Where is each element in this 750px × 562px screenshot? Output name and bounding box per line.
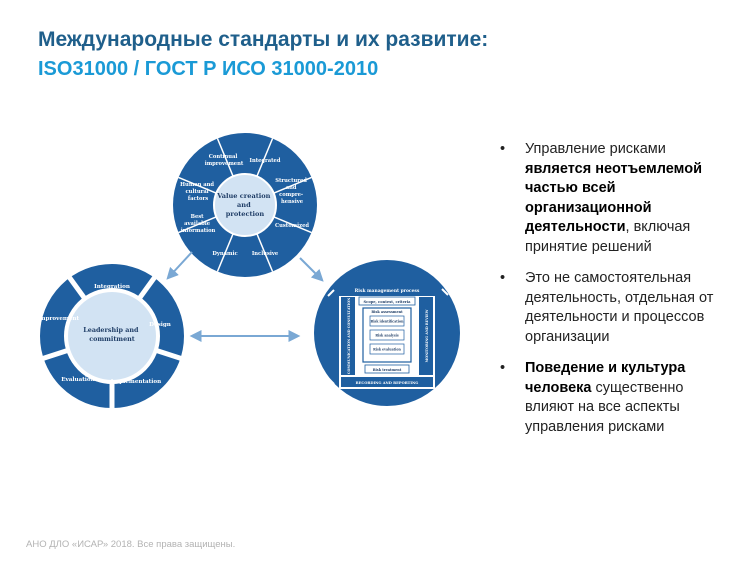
process-diagram: Risk management process COMMUNICATION AN…	[314, 260, 460, 406]
principles-center-line: Value creation	[216, 192, 270, 200]
bullet-text: существенно влияют на все аспекты управл…	[525, 379, 684, 435]
principle-continual-improvement: Continual improvement	[205, 154, 244, 167]
bullet-bold-text: является неотъемлемой частью всей органи…	[525, 160, 702, 236]
copyright-footer: АНО ДЛО «ИСАР» 2018. Все права защищены.	[26, 539, 236, 550]
process-scope: Scope, context, criteria	[364, 300, 412, 304]
framework-wheel: Leadership and commitment Integration De…	[37, 264, 184, 410]
principle-human-factors: Human and cultural factors	[180, 182, 216, 202]
process-title: Risk management process	[355, 289, 420, 294]
process-assessment: Risk assessment	[371, 310, 403, 314]
principles-divider	[273, 176, 312, 194]
bullet-list: • Управление рисками является неотъемлем…	[500, 140, 735, 449]
principles-center-line: and	[237, 201, 251, 209]
process-step-identification: Risk identification	[371, 320, 405, 324]
principle-label-line: Inclusive	[252, 251, 279, 257]
process-step-analysis: Risk analysis	[375, 334, 398, 338]
bullet-bold-text: Поведение и культура человека	[525, 360, 686, 396]
principle-customized: Customized	[275, 223, 309, 229]
bullet-dot: •	[500, 270, 506, 286]
framework-divider	[40, 347, 70, 362]
principles-center-label: Value creation and protection	[216, 192, 273, 218]
principle-label-line: Best	[191, 214, 205, 220]
bullet-text: Управление рисками	[525, 141, 666, 157]
principle-label-line: improvement	[205, 161, 244, 167]
framework-divider	[66, 274, 87, 301]
principle-label-line: Integrated	[250, 158, 281, 164]
framework-improvement: Improvement	[37, 316, 79, 322]
principles-divider	[273, 216, 312, 234]
framework-center-line: commitment	[89, 335, 135, 343]
process-bottom-bar: RECORDING AND REPORTING	[356, 381, 419, 385]
principle-label-line: Customized	[275, 223, 309, 229]
bullet-item: • Поведение и культура человека существе…	[500, 359, 735, 437]
principle-integrated: Integrated	[250, 158, 281, 164]
principle-label-line: compre-	[279, 192, 303, 198]
principle-label-line: Continual	[209, 154, 238, 160]
page-subtitle: ISO31000 / ГОСТ Р ИСО 31000-2010	[38, 58, 379, 80]
bullet-item: • Это не самостоятельная деятельность, о…	[500, 269, 735, 347]
principle-inclusive: Inclusive	[252, 251, 279, 257]
principle-label-line: hensive	[281, 199, 304, 205]
principles-wheel: Value creation and protection Integrated…	[173, 133, 317, 277]
principles-center-line: protection	[226, 210, 265, 218]
framework-integration: Integration	[94, 284, 130, 290]
principles-divider	[178, 176, 217, 194]
bullet-dot: •	[500, 360, 506, 376]
principle-best-information: Best available information	[181, 214, 216, 234]
principle-label-line: available	[184, 221, 211, 227]
arrow-to-process	[299, 257, 324, 282]
framework-center-label: Leadership and commitment	[83, 326, 140, 343]
bullet-text: Это не самостоятельная деятельность, отд…	[525, 270, 714, 345]
arrow-to-framework	[166, 251, 193, 280]
principle-label-line: factors	[188, 196, 208, 202]
bullet-dot: •	[500, 141, 506, 157]
process-treatment: Risk treatment	[373, 368, 402, 372]
principles-divider	[178, 216, 217, 234]
framework-implementation: Implementation	[111, 379, 161, 385]
principle-label-line: information	[181, 228, 216, 234]
bullet-item: • Управление рисками является неотъемлем…	[500, 140, 735, 257]
principle-label-line: cultural	[186, 189, 209, 195]
framework-evaluation: Evaluation	[61, 377, 94, 383]
framework-divider	[154, 347, 184, 362]
principle-label-line: and	[286, 185, 297, 191]
page-title: Международные стандарты и их развитие:	[38, 28, 489, 51]
framework-divider	[137, 274, 158, 301]
principle-label-line: Dynamic	[212, 251, 237, 257]
process-right-bar: MONITORING AND REVIEW	[425, 309, 429, 362]
principles-divider	[256, 138, 274, 177]
principle-structured: Structured and compre- hensive	[275, 178, 308, 205]
principles-divider	[216, 233, 234, 272]
principle-label-line: Human and	[180, 182, 214, 188]
principles-divider	[256, 233, 274, 272]
process-left-bar: COMMUNICATION AND CONSULTATION	[347, 298, 351, 374]
bullet-text: , включая принятие решений	[525, 219, 691, 255]
principle-label-line: Structured	[275, 178, 307, 184]
principles-divider	[216, 138, 234, 177]
framework-design: Design	[149, 322, 171, 328]
principle-dynamic: Dynamic	[212, 251, 237, 257]
framework-center-line: Leadership and	[83, 326, 139, 334]
process-step-evaluation: Risk evaluation	[373, 348, 401, 352]
